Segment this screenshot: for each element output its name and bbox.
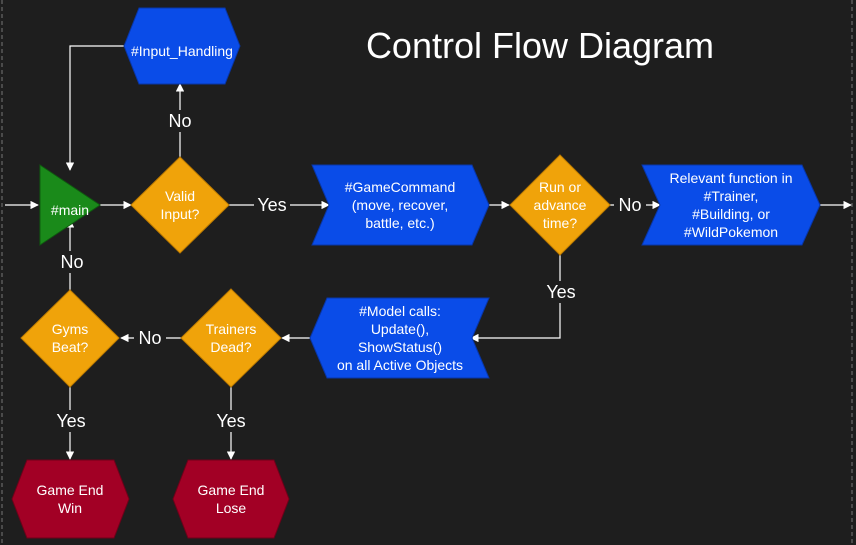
node-label-line: time? — [543, 215, 577, 231]
node-label-line: Beat? — [52, 339, 89, 355]
edge-label-trainers-no: No — [138, 328, 161, 348]
node-label-line: Game End — [37, 482, 104, 498]
node-label-line: #Building, or — [692, 206, 770, 222]
edge-label-valid-no: No — [168, 111, 191, 131]
game-end-lose-node[interactable] — [172, 459, 290, 539]
edge-label-valid-yes: Yes — [257, 195, 286, 215]
node-label-line: Input? — [161, 206, 200, 222]
node-label-line: battle, etc.) — [365, 215, 434, 231]
node-label-line: ShowStatus() — [358, 339, 442, 355]
node-label-line: #Trainer, — [704, 188, 759, 204]
node-label-line: Game End — [198, 482, 265, 498]
node-label-line: Win — [58, 500, 82, 516]
input-handling-node-label: #Input_Handling — [131, 43, 233, 59]
edge-label-run-no: No — [618, 195, 641, 215]
edge-label-gyms-no: No — [60, 252, 83, 272]
node-label-line: Valid — [165, 188, 195, 204]
gyms-beat-decision[interactable] — [20, 289, 120, 388]
node-label-line: (move, recover, — [352, 197, 448, 213]
main-node-label: #main — [51, 202, 89, 218]
trainers-dead-decision[interactable] — [180, 288, 282, 388]
node-label-line: Update(), — [371, 321, 429, 337]
node-label-line: Dead? — [210, 339, 251, 355]
node-label-line: on all Active Objects — [337, 357, 463, 373]
node-label-line: #main — [51, 202, 89, 218]
node-label-line: advance — [534, 197, 587, 213]
main-node[interactable] — [39, 164, 101, 246]
node-label-line: Run or — [539, 179, 581, 195]
node-label-line: #Model calls: — [359, 303, 441, 319]
diagram-title: Control Flow Diagram — [366, 25, 714, 66]
edge-label-run-yes: Yes — [546, 282, 575, 302]
node-label-line: Trainers — [206, 321, 257, 337]
game-command-node[interactable] — [311, 164, 490, 246]
edge-label-bg — [614, 194, 646, 216]
relevant-function-node[interactable] — [641, 164, 821, 246]
valid-input-decision[interactable] — [130, 156, 230, 254]
edge-label-bg — [56, 251, 88, 273]
edge-label-gyms-yes: Yes — [56, 411, 85, 431]
edge-label-bg — [52, 410, 90, 432]
node-label-line: #GameCommand — [345, 179, 456, 195]
edge-label-bg — [254, 194, 290, 216]
edge-label-trainers-yes: Yes — [216, 411, 245, 431]
game-command-node-label: #GameCommand (move, recover, battle, etc.) — [345, 179, 456, 231]
input-handling-node[interactable] — [123, 7, 241, 85]
node-label-line: Gyms — [52, 321, 89, 337]
node-label-line: Relevant function in — [670, 170, 793, 186]
model-calls-node-label: #Model calls: Update(), ShowStatus() on all… — [337, 303, 463, 373]
run-or-advance-decision[interactable] — [509, 154, 611, 256]
node-label-line: #Input_Handling — [131, 43, 233, 59]
edge-label-bg — [134, 327, 166, 349]
run-or-advance-decision-label: Run or advance time? — [534, 179, 587, 231]
node-label-line: #WildPokemon — [684, 224, 778, 240]
edge-label-bg — [212, 410, 250, 432]
edge-input-handling-to-main — [65, 45, 124, 171]
game-end-win-node[interactable] — [11, 459, 130, 539]
edge-label-bg — [542, 281, 580, 303]
relevant-function-node-label: Relevant function in #Trainer, #Building, … — [670, 170, 793, 240]
model-calls-node[interactable] — [309, 297, 490, 379]
edge-label-bg — [164, 110, 196, 132]
node-label-line: Lose — [216, 500, 247, 516]
